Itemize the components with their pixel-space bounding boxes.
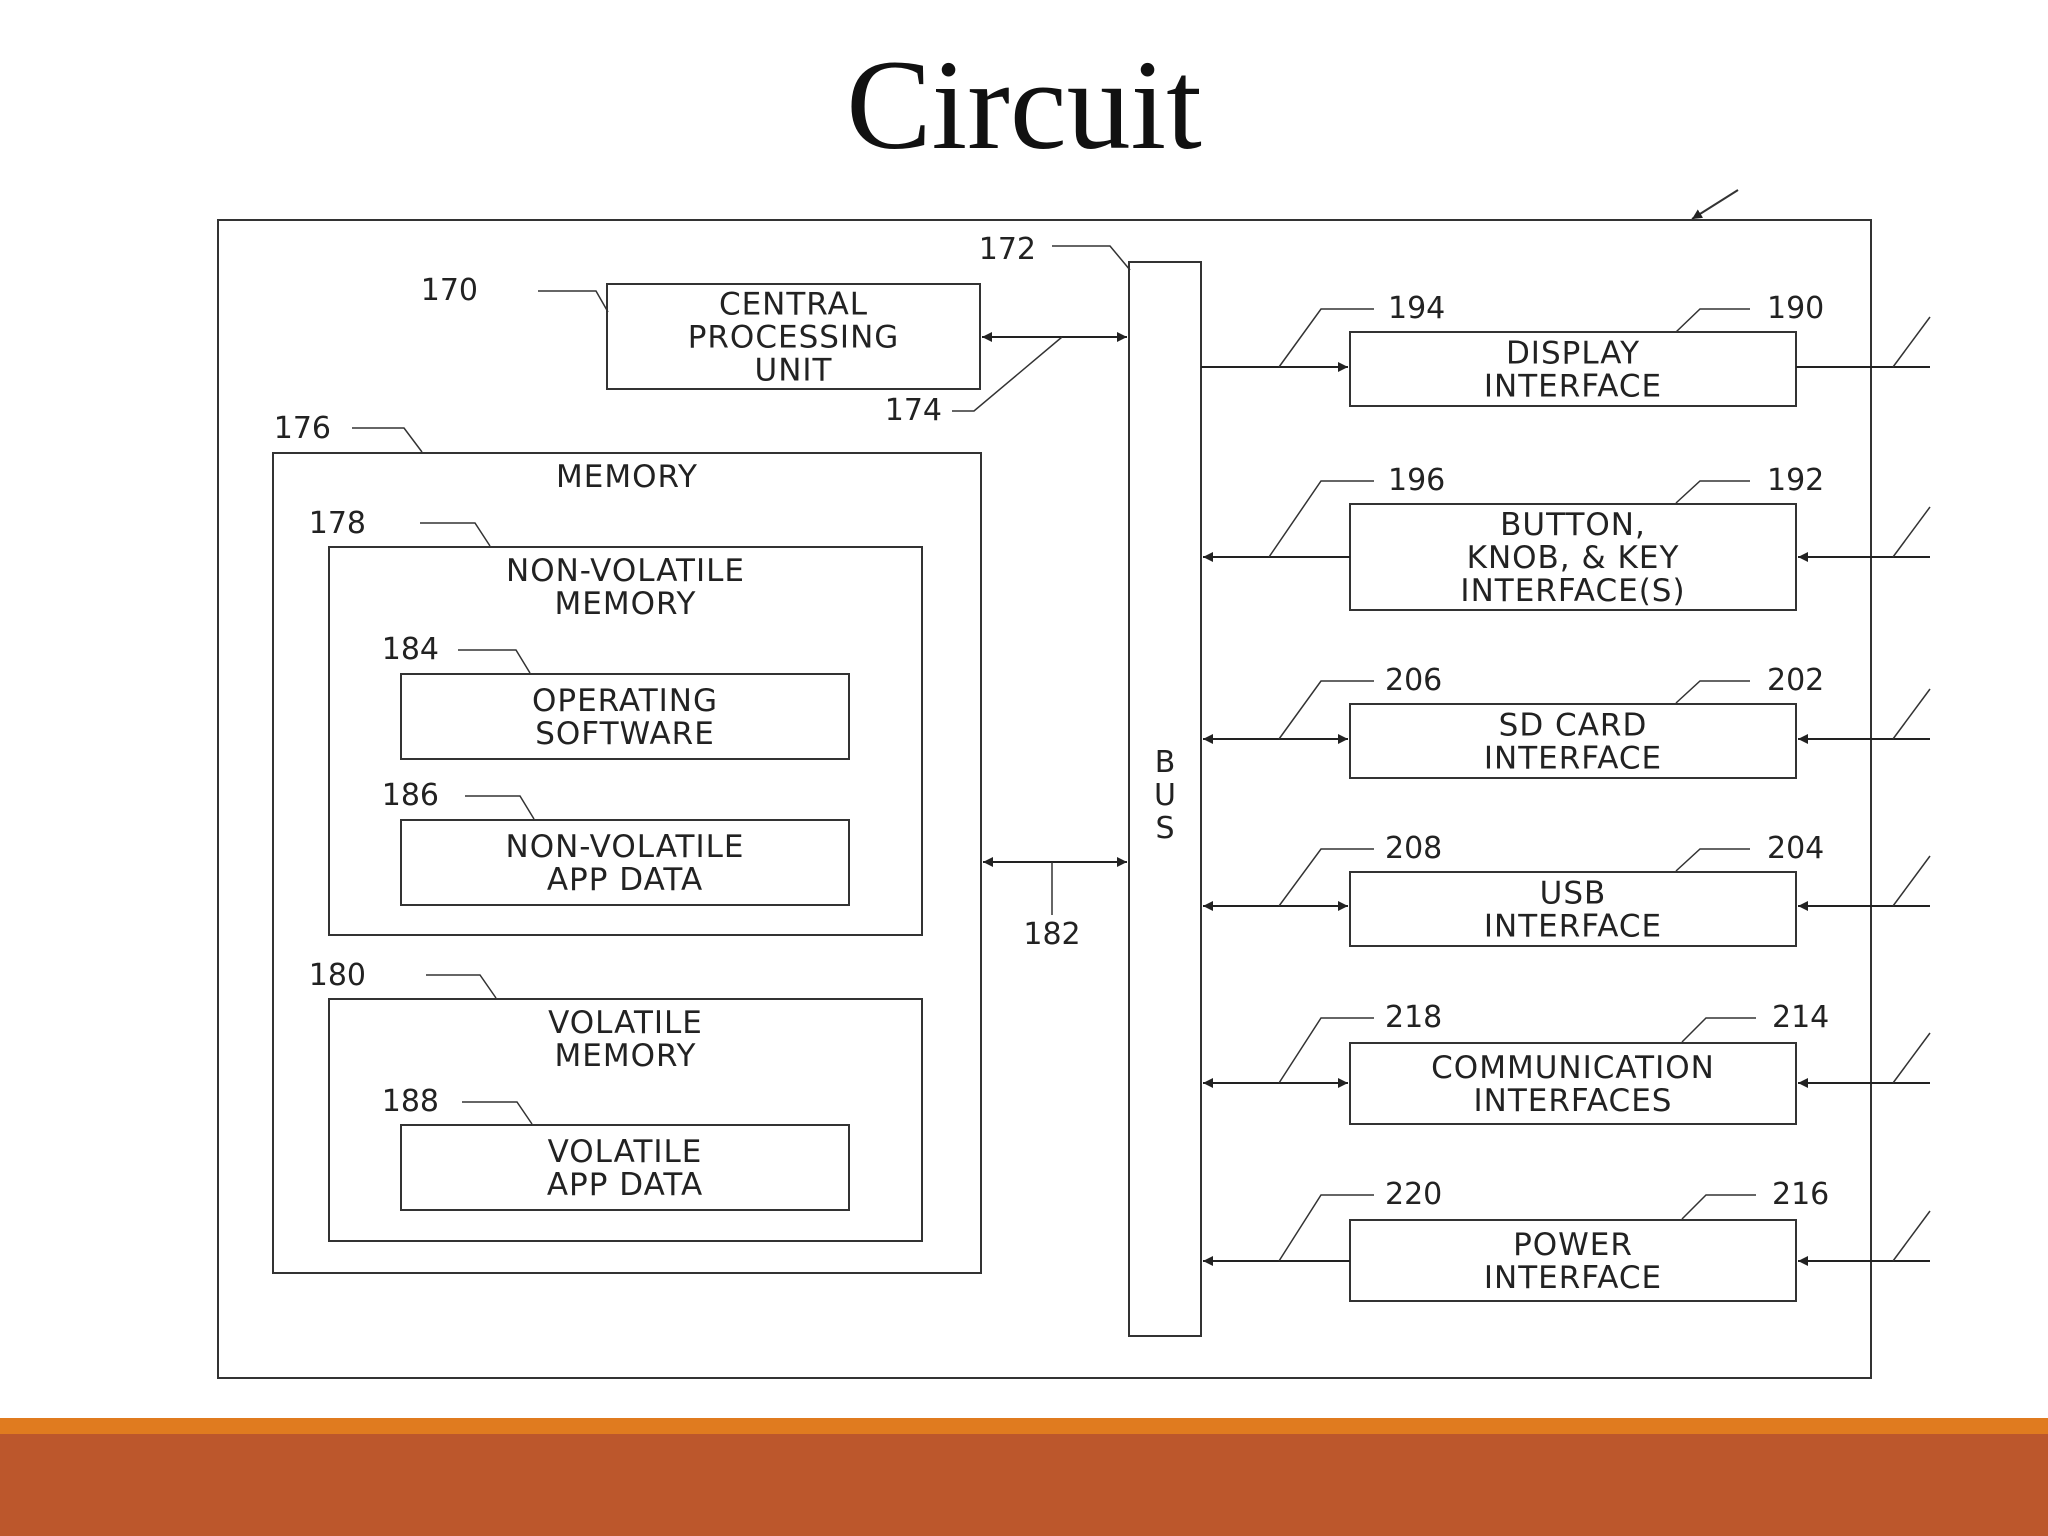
bus-label: S bbox=[1155, 811, 1174, 846]
ref-volatile-app-data: 188 bbox=[382, 1084, 439, 1119]
button-interface-box bbox=[1349, 503, 1797, 611]
nonvolatile-app-data-label: APP DATA bbox=[547, 862, 703, 898]
ref-display-link: 194 bbox=[1388, 291, 1445, 326]
volatile-memory-label: MEMORY bbox=[555, 1038, 697, 1074]
ref-sd-card-interface-leader bbox=[1675, 680, 1750, 704]
ref-sd-link: 206 bbox=[1385, 663, 1442, 698]
cpu-label: CENTRAL bbox=[719, 287, 868, 323]
ref-volatile-memory: 180 bbox=[309, 958, 366, 993]
ref-cpu-link-leader bbox=[952, 336, 1063, 412]
ref-usb-link-leader bbox=[1278, 848, 1374, 907]
ref-volatile-memory-leader bbox=[426, 974, 497, 999]
ref-cpu-link: 174 bbox=[885, 393, 942, 428]
ref-volatile-app-data-leader bbox=[462, 1101, 533, 1125]
ref-communication-interfaces-leader bbox=[1681, 1017, 1756, 1043]
cpu-box bbox=[606, 283, 981, 390]
usb-interface-label: USB bbox=[1540, 876, 1607, 912]
footer-bar bbox=[0, 1434, 2048, 1536]
communication-interfaces-label: COMMUNICATION bbox=[1431, 1050, 1715, 1086]
cpu-label: UNIT bbox=[755, 353, 833, 389]
footer-accent-bar bbox=[0, 1418, 2048, 1434]
power-interface-label: INTERFACE bbox=[1484, 1260, 1662, 1296]
ref-sd-card-interface: 202 bbox=[1767, 663, 1824, 698]
ref-usb-interface-leader bbox=[1675, 848, 1750, 872]
communication-interfaces-box bbox=[1349, 1042, 1797, 1125]
memory-label: MEMORY bbox=[556, 459, 698, 495]
operating-software-label: OPERATING bbox=[532, 683, 718, 719]
operating-software-box bbox=[400, 673, 850, 760]
ref-bus-leader bbox=[1052, 245, 1131, 271]
sd-card-interface-label: SD CARD bbox=[1499, 708, 1648, 744]
button-interface-label: KNOB, & KEY bbox=[1467, 540, 1680, 576]
enclosure-frame bbox=[217, 219, 1872, 1379]
button-ext-tick bbox=[1892, 506, 1931, 558]
ref-nonvolatile-app-data: 186 bbox=[382, 778, 439, 813]
ref-communication-interfaces: 214 bbox=[1772, 1000, 1829, 1035]
circuit-block-diagram: CENTRALPROCESSINGUNITMEMORYNON-VOLATILEM… bbox=[217, 189, 1931, 1379]
ref-power-interface-leader bbox=[1681, 1194, 1756, 1220]
ref-operating-software-leader bbox=[458, 649, 531, 674]
ref-communication-link-leader bbox=[1278, 1017, 1374, 1084]
display-interface-label: INTERFACE bbox=[1484, 369, 1662, 405]
volatile-app-data-label: VOLATILE bbox=[548, 1134, 703, 1170]
power-interface-label: POWER bbox=[1513, 1227, 1633, 1263]
ref-nonvolatile-app-data-leader bbox=[465, 795, 535, 820]
ref-cpu-leader bbox=[538, 290, 609, 313]
usb-interface-box bbox=[1349, 871, 1797, 947]
bus-bar bbox=[1128, 261, 1202, 1337]
cpu-label: PROCESSING bbox=[688, 320, 900, 356]
ref-memory-leader bbox=[352, 427, 423, 453]
ref-button-interface-leader bbox=[1675, 480, 1750, 504]
ref-nonvolatile-memory: 178 bbox=[309, 506, 366, 541]
volatile-app-data-label: APP DATA bbox=[547, 1167, 703, 1203]
ref-button-link-leader bbox=[1268, 480, 1374, 558]
ref-cpu: 170 bbox=[421, 273, 478, 308]
operating-software-label: SOFTWARE bbox=[535, 716, 715, 752]
ref-sd-link-leader bbox=[1278, 680, 1374, 740]
enclosure-pointer bbox=[1691, 189, 1739, 220]
nonvolatile-app-data-label: NON-VOLATILE bbox=[506, 829, 745, 865]
power-ext-tick bbox=[1892, 1210, 1931, 1262]
slide-title: Circuit bbox=[846, 34, 1202, 176]
sd-card-interface-label: INTERFACE bbox=[1484, 741, 1662, 777]
nonvolatile-app-data-box bbox=[400, 819, 850, 906]
volatile-app-data-box bbox=[400, 1124, 850, 1211]
ref-usb-link: 208 bbox=[1385, 831, 1442, 866]
communication-interfaces-label: INTERFACES bbox=[1474, 1083, 1673, 1119]
ref-operating-software: 184 bbox=[382, 632, 439, 667]
ref-bus: 172 bbox=[979, 232, 1036, 267]
ref-memory-link: 182 bbox=[1023, 917, 1080, 952]
usb-interface-label: INTERFACE bbox=[1484, 909, 1662, 945]
ref-power-link: 220 bbox=[1385, 1177, 1442, 1212]
nonvolatile-memory-label: NON-VOLATILE bbox=[506, 553, 745, 589]
ref-usb-interface: 204 bbox=[1767, 831, 1824, 866]
display-ext-tick bbox=[1892, 316, 1931, 368]
ref-power-interface: 216 bbox=[1772, 1177, 1829, 1212]
volatile-memory-label: VOLATILE bbox=[548, 1005, 703, 1041]
ref-memory: 176 bbox=[274, 411, 331, 446]
ref-display-link-leader bbox=[1278, 308, 1374, 368]
bus-label: U bbox=[1154, 778, 1176, 813]
display-interface-box bbox=[1349, 331, 1797, 407]
bus-label: B bbox=[1155, 745, 1176, 780]
sd-ext-tick bbox=[1892, 688, 1931, 740]
button-interface-label: BUTTON, bbox=[1500, 507, 1646, 543]
ref-communication-link: 218 bbox=[1385, 1000, 1442, 1035]
display-interface-label: DISPLAY bbox=[1506, 336, 1640, 372]
power-interface-box bbox=[1349, 1219, 1797, 1302]
sd-card-interface-box bbox=[1349, 703, 1797, 779]
ref-power-link-leader bbox=[1278, 1194, 1374, 1262]
ref-display-interface: 190 bbox=[1767, 291, 1824, 326]
nonvolatile-memory-label: MEMORY bbox=[555, 586, 697, 622]
communication-ext-tick bbox=[1892, 1032, 1931, 1084]
ref-nonvolatile-memory-leader bbox=[420, 522, 491, 547]
usb-ext-tick bbox=[1892, 855, 1931, 907]
ref-button-interface: 192 bbox=[1767, 463, 1824, 498]
ref-button-link: 196 bbox=[1388, 463, 1445, 498]
ref-display-interface-leader bbox=[1675, 308, 1750, 333]
button-interface-label: INTERFACE(S) bbox=[1460, 573, 1685, 609]
